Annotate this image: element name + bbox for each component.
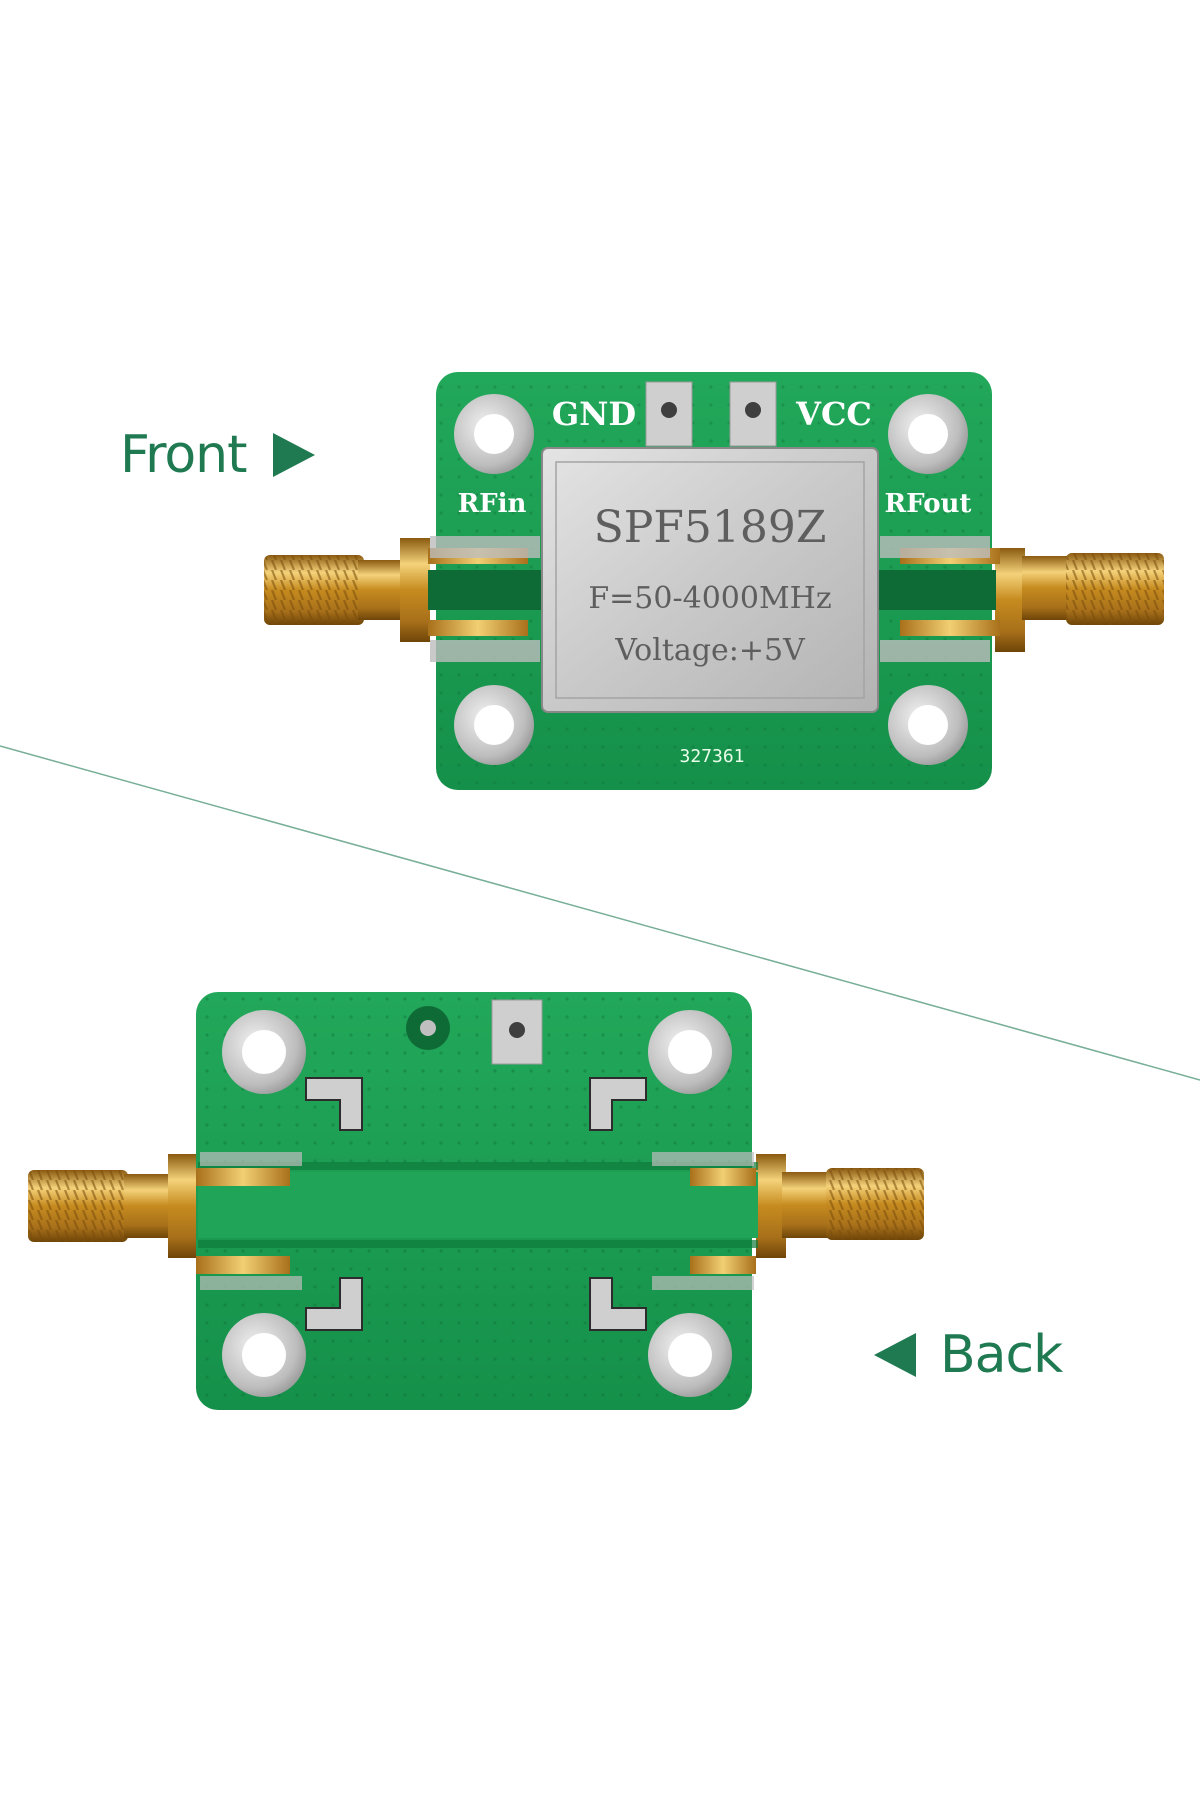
back-board bbox=[28, 992, 924, 1410]
back-label-text: Back bbox=[940, 1325, 1063, 1385]
sma-connector-right-front bbox=[995, 548, 1164, 652]
back-label: Back bbox=[874, 1325, 1063, 1385]
mounting-holes-back bbox=[222, 1010, 732, 1397]
shield-can bbox=[541, 447, 879, 713]
shield-model: SPF5189Z bbox=[594, 502, 827, 553]
shield-frequency: F=50-4000MHz bbox=[588, 581, 831, 616]
shield-voltage: Voltage:+5V bbox=[614, 633, 806, 668]
silk-vcc: VCC bbox=[795, 395, 872, 433]
sma-connector-right-back bbox=[756, 1154, 924, 1258]
silk-board-id: 327361 bbox=[679, 746, 744, 767]
power-pads-front bbox=[645, 381, 777, 447]
mounting-holes-front bbox=[454, 394, 968, 765]
silk-rf-out: RFout bbox=[885, 489, 972, 519]
triangle-left-icon bbox=[874, 1333, 916, 1377]
silk-rf-in: RFin bbox=[458, 489, 527, 519]
triangle-right-icon bbox=[272, 433, 315, 477]
sma-connector-left-front bbox=[264, 538, 430, 642]
sma-connector-left-back bbox=[28, 1154, 198, 1258]
front-board: GND VCC RFin RFout 327361 SPF5189Z F=50-… bbox=[264, 372, 1164, 790]
divider-line bbox=[0, 745, 1200, 1081]
silk-gnd: GND bbox=[552, 395, 636, 433]
front-label: Front bbox=[120, 425, 315, 485]
front-label-text: Front bbox=[120, 425, 248, 485]
corner-marks-back bbox=[305, 1077, 647, 1331]
